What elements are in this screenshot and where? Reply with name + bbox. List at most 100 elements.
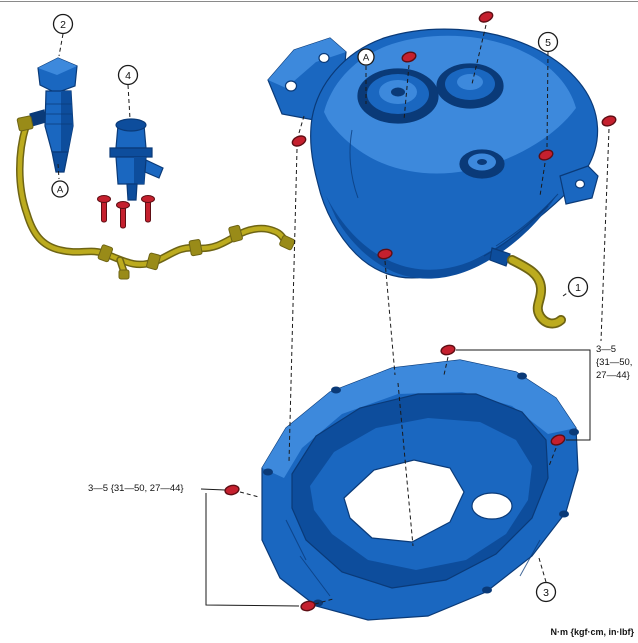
bolt-shaft	[101, 199, 107, 223]
part2-tip	[51, 151, 69, 173]
torque-left-elbow	[205, 493, 300, 607]
dome-top	[457, 74, 483, 90]
grommet	[401, 51, 417, 63]
leader-grommet-left-down	[288, 148, 298, 463]
part2-body-shade	[61, 91, 73, 152]
leader-grommet-top	[471, 24, 487, 85]
callout-number: 1	[575, 282, 581, 294]
callout-circle	[51, 180, 69, 198]
callout-3: 3	[535, 581, 557, 603]
leader-grommet-right-down	[600, 128, 610, 342]
callout-circle	[535, 581, 557, 603]
grommet	[538, 149, 554, 161]
grommet	[300, 600, 316, 612]
leader-callout5	[546, 51, 549, 148]
bolt-shaft	[145, 199, 151, 223]
leader-grommet-left-up	[298, 115, 305, 134]
fuel-harness	[16, 115, 296, 280]
units-note: N·m {kgf·cm, in·lbf}	[550, 627, 634, 637]
tray-bolt-holes	[263, 372, 579, 607]
torque-spec-right-line3: 27—44}	[596, 370, 630, 381]
callout-circle	[357, 48, 375, 66]
cover-center	[477, 159, 487, 165]
torque-pointer-lines	[200, 349, 591, 607]
grommet	[224, 484, 240, 496]
part2-connector-face	[38, 58, 77, 75]
callout-number: 3	[543, 587, 549, 599]
leader-grommet-mid	[539, 162, 546, 197]
bolt	[97, 195, 111, 223]
leader-grommet-tray-bottom	[314, 598, 334, 605]
callout-letter: A	[57, 184, 64, 195]
leader-grommet-tray-right	[548, 447, 557, 467]
part4-right-port	[144, 159, 164, 179]
part4-cap	[115, 118, 147, 132]
callout-5: 5	[537, 31, 559, 53]
tray-ribs	[285, 519, 541, 597]
callout-1: 1	[567, 276, 589, 298]
callout-letter: A	[363, 52, 370, 63]
callout-number: 4	[125, 70, 131, 82]
part-2-sensor	[29, 57, 78, 173]
leader-inside-tray	[397, 382, 414, 547]
bolt-shaft	[120, 205, 126, 229]
grommet	[478, 11, 494, 23]
tank-outlet	[489, 247, 511, 267]
grommet	[291, 135, 307, 147]
callout-number: 5	[545, 37, 551, 49]
torque-spec-left: 3—5 {31—50, 27—44}	[88, 483, 184, 494]
torque-left-line	[200, 488, 226, 491]
tray-bolt-hole	[263, 468, 273, 476]
part4-lower-shade	[134, 157, 146, 184]
leader-tank-to-tray	[384, 260, 396, 376]
pump-dome-left	[357, 68, 439, 124]
leader-a-left	[57, 163, 60, 180]
bracket-hole	[574, 179, 586, 189]
harness-connector	[97, 244, 114, 263]
callout-2: 2	[52, 13, 74, 35]
bolt-head	[97, 195, 111, 203]
harness-connector	[279, 235, 296, 251]
bolt-head	[116, 201, 130, 209]
tray-bolt-hole	[331, 386, 341, 394]
leader-grommet-tray-left	[239, 491, 260, 498]
part4-bottom-port	[126, 183, 138, 201]
callout-4: 4	[117, 64, 139, 86]
callout-a-left: A	[51, 180, 69, 198]
callout-circle	[537, 31, 559, 53]
harness-connector	[16, 115, 34, 132]
tank-ribs	[349, 129, 559, 257]
mounting-bolts	[97, 195, 155, 229]
torque-right-bracket	[456, 349, 591, 441]
grommet	[550, 434, 566, 446]
torque-spec-right-line2: {31—50,	[596, 357, 632, 368]
tray-bolt-hole	[517, 372, 527, 380]
harness-connector	[228, 224, 243, 243]
bracket-hole	[318, 52, 330, 64]
harness-connector	[146, 252, 161, 271]
leader-callout2	[58, 33, 64, 57]
pump-dome-right	[436, 63, 504, 109]
leader-callout3	[538, 557, 547, 583]
leader-lines-dashed	[57, 24, 610, 605]
leader-callout1	[562, 290, 571, 297]
hose-tube	[508, 256, 565, 327]
grommet	[601, 115, 617, 127]
tray-bolt-hole	[569, 428, 579, 436]
fuel-tank	[267, 28, 599, 279]
torque-spec-right-line1: 3—5	[596, 344, 616, 355]
tray-bolt-hole	[482, 586, 492, 594]
callout-a-tank: A	[357, 48, 375, 66]
callout-circle	[52, 13, 74, 35]
tray-bolt-hole	[559, 510, 569, 518]
callout-circle	[567, 276, 589, 298]
fuel-hose	[507, 255, 566, 329]
part2-ribs	[46, 103, 72, 125]
bracket-hole	[284, 80, 298, 92]
harness-connector	[118, 269, 130, 280]
leader-callout4	[127, 84, 131, 120]
tray-cutout	[343, 459, 465, 543]
bolt	[141, 195, 155, 223]
